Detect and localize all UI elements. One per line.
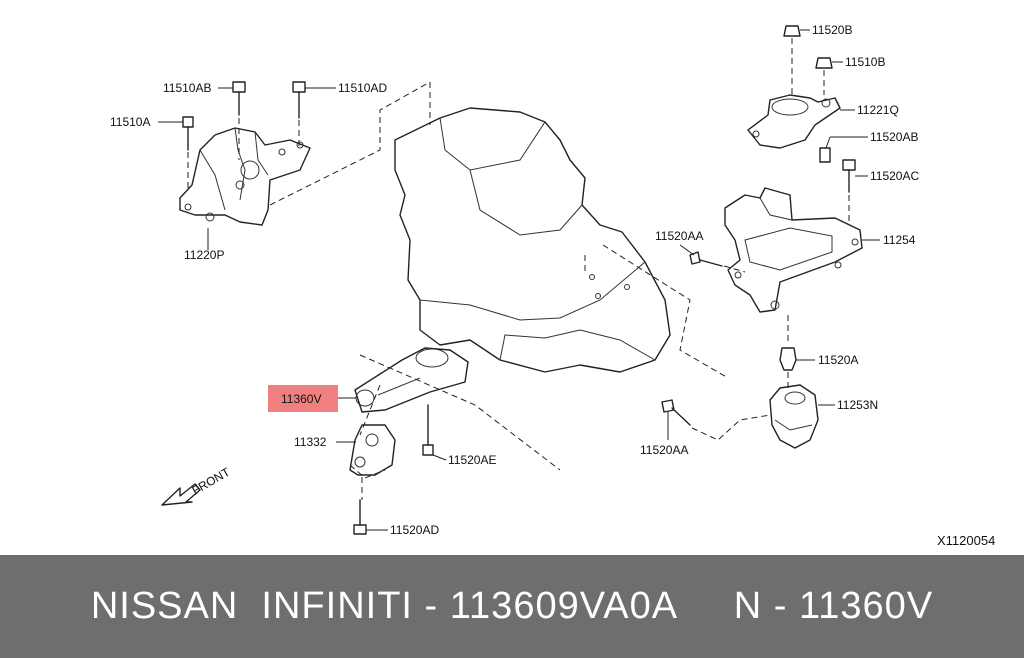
label-11510b: 11510B [845, 55, 885, 69]
stud-11520ab [819, 136, 868, 163]
mount-bracket-11220p [179, 81, 431, 250]
bolt-11520aa-upper [679, 244, 746, 273]
label-11520aa-bottom: 11520AA [640, 443, 689, 457]
figure-code: X1120054 [937, 533, 995, 548]
bolt-11520ac [842, 159, 868, 225]
torque-rod-11360v [338, 347, 561, 471]
nut-11510b [815, 57, 843, 95]
label-front: FRONT [190, 464, 233, 497]
label-11510ad: 11510AD [338, 81, 387, 95]
label-11510a: 11510A [110, 115, 150, 129]
mount-bracket-11254 [724, 187, 880, 345]
engine-mount-diagram: 11520B 11510B 11221Q 11520AB 11520AC 112… [110, 23, 996, 548]
label-11254: 11254 [883, 233, 916, 247]
label-11520ae: 11520AE [448, 453, 497, 467]
label-11520ab: 11520AB [870, 130, 919, 144]
engine-block [394, 107, 729, 379]
label-11360v: 11360V [281, 392, 321, 406]
label-11520ad: 11520AD [390, 523, 439, 537]
label-11221q: 11221Q [857, 103, 899, 117]
label-11520a: 11520A [818, 353, 858, 367]
bolt-11520ad [353, 499, 388, 535]
highlight-box [268, 385, 338, 412]
label-11520ac: 11520AC [870, 169, 919, 183]
nut-11520b [783, 25, 810, 95]
mount-insulator-11253n [769, 384, 835, 449]
label-11332: 11332 [294, 435, 327, 449]
stud-11520a [779, 347, 815, 390]
label-11253n: 11253N [837, 398, 878, 412]
bolt-11510ad [292, 81, 336, 150]
label-11220p: 11220P [184, 248, 224, 262]
label-11520b: 11520B [812, 23, 852, 37]
part-number-footer: NISSAN INFINITI - 113609VA0A N - 11360V [0, 555, 1024, 658]
label-11510ab: 11510AB [163, 81, 212, 95]
mount-insulator-11221q [747, 94, 855, 149]
bolt-11510ab [218, 81, 246, 160]
bolt-11510a [158, 116, 194, 190]
part-number-text: NISSAN INFINITI - 113609VA0A N - 11360V [90, 585, 934, 627]
bolt-11520aa-lower [661, 399, 771, 441]
label-11520aa-top: 11520AA [655, 229, 704, 243]
bolt-11520ae [422, 404, 447, 461]
front-arrow-icon [161, 483, 201, 506]
bracket-11332 [336, 424, 396, 500]
